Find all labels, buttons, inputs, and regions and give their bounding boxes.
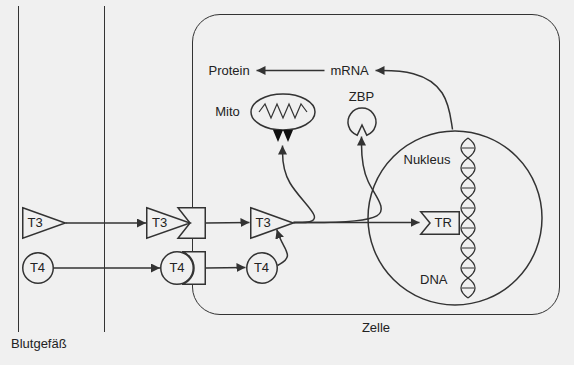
triangle-shape bbox=[22, 208, 65, 239]
node-text: T3 bbox=[28, 215, 43, 231]
node-text: Mito bbox=[215, 104, 240, 120]
zbp-shape bbox=[348, 108, 376, 135]
node-text: Zelle bbox=[362, 320, 390, 336]
node-text: T4 bbox=[30, 260, 45, 276]
node-text: T3 bbox=[152, 215, 167, 231]
hormone-circle: T4 bbox=[22, 252, 54, 284]
hormone-receptor: TR bbox=[420, 211, 460, 235]
nucleus-membrane bbox=[368, 131, 542, 305]
product-text: mRNA bbox=[328, 62, 373, 80]
node-text: T4 bbox=[254, 260, 269, 276]
node-text: T4 bbox=[169, 260, 184, 276]
hormone-path-arrow bbox=[206, 267, 246, 269]
triangle-shape bbox=[250, 207, 293, 238]
hormone-triangle: T3 bbox=[22, 207, 66, 239]
node-text: ZBP bbox=[349, 89, 374, 105]
node-text: mRNA bbox=[331, 63, 369, 79]
hormone-path-arrow bbox=[54, 267, 161, 269]
hormone-path-arrow bbox=[66, 222, 147, 224]
mito-receptor bbox=[273, 130, 293, 142]
product-text: Protein bbox=[206, 62, 254, 80]
hormone-path-arrow bbox=[283, 146, 315, 223]
tr-shape bbox=[420, 211, 459, 234]
membrane-transporter: T3 bbox=[146, 207, 206, 239]
mito-cristae bbox=[259, 104, 307, 118]
dna-helix bbox=[461, 138, 475, 298]
node-shape bbox=[347, 107, 377, 137]
mito-outer bbox=[251, 94, 315, 130]
label-holder: DNA bbox=[420, 272, 447, 288]
node-shape bbox=[250, 92, 316, 146]
circle-shape bbox=[246, 252, 277, 283]
node-text: Nukleus bbox=[404, 152, 451, 168]
circle-shape bbox=[22, 253, 53, 284]
circle-shape bbox=[161, 252, 194, 285]
structure-label: DNA bbox=[420, 272, 447, 288]
triangle-shape bbox=[147, 208, 190, 239]
nucleus-circle: NukleusTR bbox=[367, 130, 543, 306]
node-shape bbox=[19, 6, 106, 332]
hormone-path-arrow bbox=[277, 230, 288, 266]
cell-outline: ZelleProteinmRNAMitoZBPT3T4NukleusTR bbox=[192, 14, 560, 315]
hormone-path-arrow bbox=[257, 70, 325, 72]
dna-strand bbox=[461, 138, 475, 298]
node-text: Blutgefäß bbox=[11, 336, 67, 352]
hormone-path-arrow bbox=[376, 71, 453, 130]
node-text: Protein bbox=[209, 63, 250, 79]
hormone-circle: T4 bbox=[246, 252, 278, 284]
hormone-path-arrow bbox=[206, 222, 250, 224]
binding-protein: ZBP bbox=[347, 107, 377, 137]
node-text: T3 bbox=[256, 215, 271, 231]
hormone-triangle: T3 bbox=[250, 207, 294, 239]
mitochondrion: Mito bbox=[250, 92, 316, 146]
blood-vessel: BlutgefäßT3T4 bbox=[18, 6, 105, 332]
membrane-transporter: T4 bbox=[160, 251, 206, 285]
node-text: TR bbox=[435, 215, 452, 231]
dna-strand bbox=[461, 138, 475, 298]
dna-rungs bbox=[462, 148, 474, 288]
